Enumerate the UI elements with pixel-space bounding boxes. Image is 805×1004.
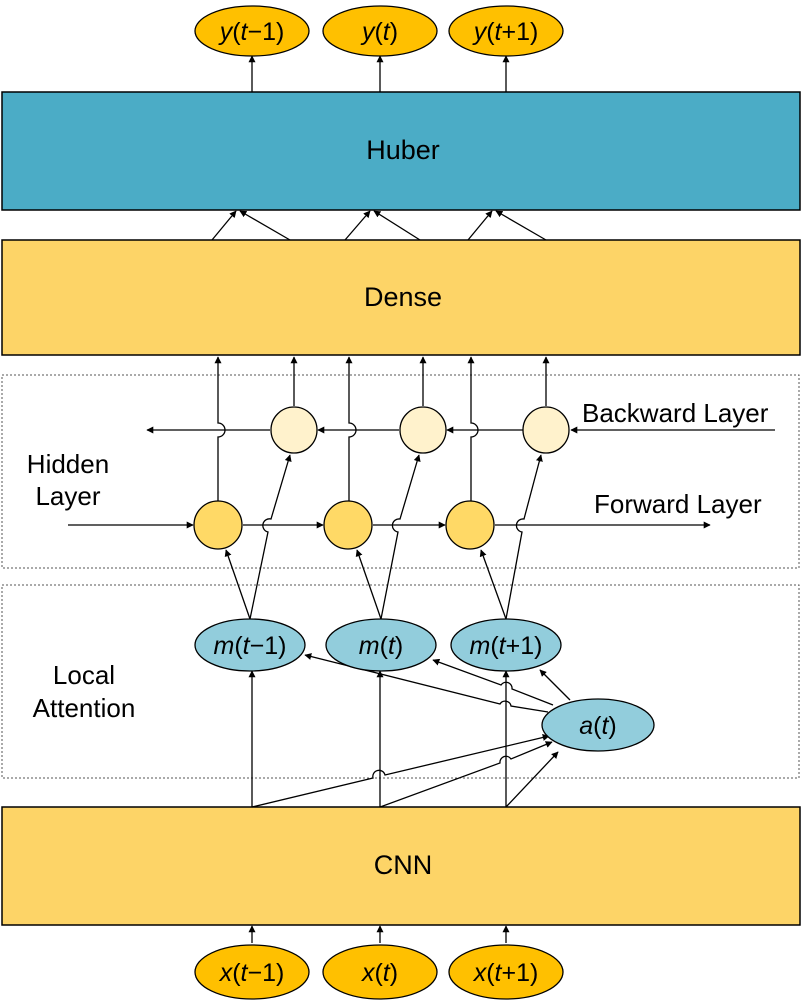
input-node: x(t+1)	[448, 944, 564, 1000]
cnn-label: CNN	[374, 850, 433, 880]
svg-text:x(t): x(t)	[361, 959, 398, 987]
svg-text:x(t−1): x(t−1)	[219, 959, 285, 987]
memory-to-hidden-arrows	[224, 454, 543, 620]
hidden-label-line2: Layer	[35, 481, 100, 511]
cnn-to-attention-arrows	[248, 670, 559, 808]
attention-label-line2: Attention	[33, 693, 136, 723]
attention-node: a(t)	[541, 698, 655, 752]
huber-block	[1, 91, 801, 211]
backward-layer-label: Backward Layer	[582, 398, 769, 428]
backward-node	[522, 406, 570, 454]
attention-to-memory-arrows	[304, 653, 571, 713]
backward-node	[270, 406, 318, 454]
cnn-block	[1, 806, 801, 926]
svg-text:x(t+1): x(t+1)	[473, 959, 539, 987]
hidden-label-line1: Hidden	[27, 449, 109, 479]
output-node: y(t+1)	[448, 5, 564, 57]
svg-text:y(t): y(t)	[360, 18, 398, 46]
dense-to-huber-arrows	[211, 210, 547, 241]
svg-text:m(t+1): m(t+1)	[470, 632, 543, 660]
forward-node	[445, 500, 495, 550]
input-node: x(t)	[322, 944, 438, 1000]
memory-node: m(t−1)	[194, 618, 306, 672]
svg-text:a(t): a(t)	[579, 712, 617, 740]
svg-text:y(t−1): y(t−1)	[218, 18, 285, 46]
svg-text:m(t−1): m(t−1)	[214, 632, 287, 660]
dense-label: Dense	[364, 282, 442, 312]
output-node: y(t−1)	[194, 5, 310, 57]
forward-node	[193, 500, 243, 550]
forward-layer-label: Forward Layer	[594, 489, 762, 519]
svg-text:m(t): m(t)	[359, 632, 403, 660]
input-node: x(t−1)	[194, 944, 310, 1000]
backward-node	[399, 406, 447, 454]
huber-label: Huber	[366, 135, 440, 165]
memory-node: m(t+1)	[450, 618, 562, 672]
hidden-layer-region	[1, 374, 800, 569]
hidden-to-dense-arrows	[214, 356, 550, 501]
forward-node	[323, 500, 373, 550]
output-node: y(t)	[322, 5, 438, 57]
attention-label-line1: Local	[53, 660, 115, 690]
attention-region	[1, 584, 800, 779]
memory-node: m(t)	[325, 618, 437, 672]
dense-block	[1, 239, 801, 356]
svg-text:y(t+1): y(t+1)	[472, 18, 539, 46]
